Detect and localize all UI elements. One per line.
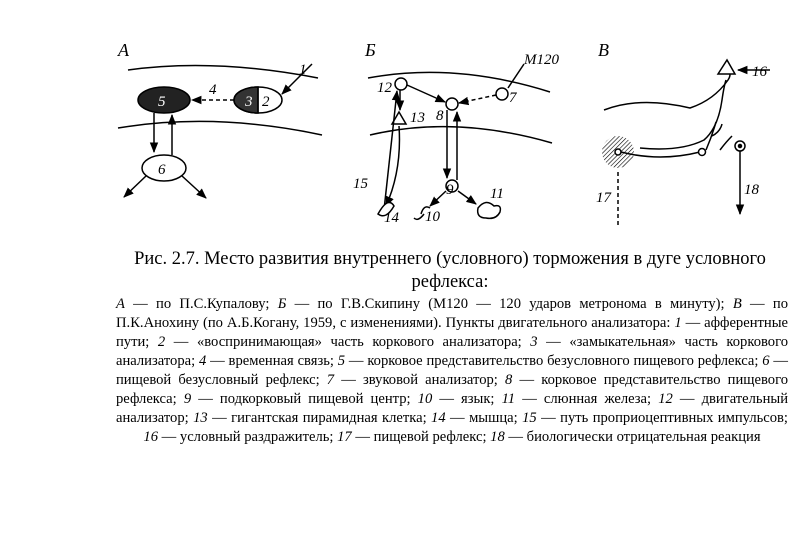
node-8-cortical-food: [445, 97, 459, 111]
legend-text: — гигантская пирамидная клетка;: [207, 410, 432, 426]
legend-key: 6: [762, 353, 770, 369]
label-10: 10: [425, 209, 441, 225]
legend-key: А: [116, 296, 125, 312]
cortex-boundary-top-a: [127, 64, 319, 79]
node-3-shaded-half: [233, 86, 259, 114]
legend-text: — афферентные пути;: [116, 315, 788, 350]
legend-key: 3: [530, 334, 538, 350]
node-interneuron-v: [697, 147, 707, 157]
proprioceptive-path-15: [383, 89, 401, 211]
label-7: 7: [509, 90, 518, 106]
figure-diagram: А Б В 1 2 3 4 5 6 7 8 9 10 11 12 13 14 1…: [117, 40, 770, 226]
legend-key: 8: [505, 372, 513, 388]
panel-label-b: Б: [364, 40, 376, 60]
legend-key: 18: [490, 429, 505, 445]
cortex-curve-inner-v: [639, 79, 727, 150]
legend-text: — двигательный анализатор;: [116, 391, 789, 426]
legend-key: 1: [674, 315, 682, 331]
legend-text: — биологически отрицательная реакция: [504, 429, 761, 445]
cortex-boundary-bottom-a: [117, 120, 323, 136]
node-9-subcortical-center: [445, 179, 459, 193]
label-2: 2: [262, 94, 270, 110]
legend-key: 7: [326, 372, 335, 388]
label-4: 4: [209, 82, 217, 98]
legend-key: 9: [183, 391, 192, 407]
legend-text: — пищевой безусловный рефлекс;: [116, 353, 788, 388]
legend-key: 16: [143, 429, 159, 445]
label-6: 6: [158, 162, 166, 178]
legend-key: Б: [277, 296, 287, 312]
muscle-14: [377, 201, 395, 217]
label-1: 1: [299, 62, 307, 78]
legend-text: — слюнная железа;: [515, 391, 659, 407]
label-3: 3: [244, 94, 253, 110]
label-12: 12: [377, 80, 393, 96]
legend-key: 13: [193, 410, 208, 426]
node-12-motor-analyzer: [394, 77, 408, 91]
node-16-conditioned-stimulus: [716, 58, 737, 75]
legend-text: — звуковой анализатор;: [334, 372, 506, 388]
panel-label-a: А: [117, 40, 130, 60]
afferent-path-1: [281, 63, 313, 95]
node-5-cortical-unconditioned: [137, 86, 191, 114]
salivary-gland-11: [476, 201, 502, 220]
legend-key: 4: [199, 353, 207, 369]
panel-v: [602, 58, 770, 226]
label-9: 9: [446, 182, 454, 198]
legend-key: 11: [501, 391, 516, 407]
label-m120: М120: [523, 52, 559, 68]
node-13-pyramidal-cell: [390, 110, 408, 125]
label-14: 14: [384, 210, 400, 226]
legend-text: — корковое представительство пищевого ре…: [116, 372, 788, 407]
tongue-10: [413, 206, 431, 221]
label-5: 5: [158, 94, 166, 110]
legend-text: — по П.С.Купалову;: [124, 296, 278, 312]
label-8: 8: [436, 108, 444, 124]
legend-text: — корковое представительство безусловног…: [345, 353, 763, 369]
legend-text: — пищевой рефлекс;: [351, 429, 491, 445]
caption-title: Рис. 2.7. Место развития внутреннего (ус…: [134, 249, 766, 292]
panel-label-v: В: [598, 40, 609, 60]
legend-key: В: [732, 296, 742, 312]
legend-text: — условный раздражитель;: [158, 429, 338, 445]
label-11: 11: [490, 186, 504, 202]
legend-key: 15: [522, 410, 537, 426]
legend-key: 10: [417, 391, 433, 407]
legend-key: 2: [157, 334, 166, 350]
cortex-boundary-top-b: [367, 71, 551, 93]
panel-b: [367, 63, 553, 221]
legend-text: — подкорковый пищевой центр;: [191, 391, 418, 407]
node-7-sound-analyzer: [495, 87, 509, 101]
legend-text: — «воспринимающая» часть коркового анали…: [165, 334, 531, 350]
legend-text: — мышца;: [445, 410, 523, 426]
legend-text: — временная связь;: [206, 353, 338, 369]
panel-a: [117, 63, 323, 199]
legend-key: 12: [658, 391, 673, 407]
node-6-food-reflex: [141, 154, 187, 182]
caption-body: А — по П.С.Купалову; Б — по Г.В.Скипину …: [116, 295, 788, 447]
legend-key: 17: [337, 429, 352, 445]
cortex-curve-outer-v: [603, 69, 731, 111]
legend-text: — по Г.В.Скипину (М120 — 120 ударов метр…: [286, 296, 733, 312]
legend-key: 5: [337, 353, 346, 369]
label-17: 17: [596, 190, 613, 206]
legend-text: — язык;: [432, 391, 502, 407]
legend-text: — путь проприоцептивных импульсов;: [536, 410, 788, 426]
label-13: 13: [410, 110, 425, 126]
cortex-boundary-bottom-b: [369, 125, 553, 144]
label-16: 16: [752, 64, 768, 80]
legend-text: — «замыкательная» часть коркового анализ…: [116, 334, 789, 369]
label-18: 18: [744, 182, 760, 198]
legend-text: — по П.К.Анохину (по А.Б.Когану, 1959, с…: [116, 296, 789, 331]
legend-key: 14: [431, 410, 446, 426]
label-15: 15: [353, 176, 369, 192]
